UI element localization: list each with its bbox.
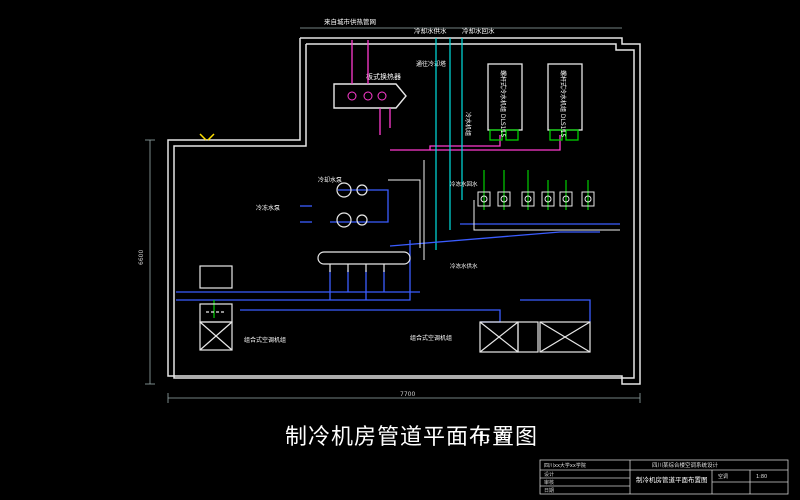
- label-city-heat-pipe: 来自城市供热管网: [324, 17, 376, 26]
- air-handling-unit-right: [479, 321, 591, 353]
- label-chiller-a: 螺杆式冷水机组 DLS115: [499, 70, 507, 137]
- return-pipes-white: [388, 160, 620, 260]
- label-chilled-supply: 冷冻水供水: [450, 262, 478, 270]
- title-block-sheet-no: 空调: [718, 473, 728, 480]
- cooling-water-pipes: [435, 38, 463, 250]
- dimension-lines: [145, 27, 641, 403]
- title-block-scale: 1:80: [756, 474, 767, 480]
- air-handling-unit-left: [199, 265, 233, 351]
- label-cooling-pump: 冷却水泵: [318, 176, 342, 184]
- title-block: [539, 459, 789, 495]
- title-block-row-a: 设计: [544, 471, 554, 478]
- chilled-water-pump: [336, 212, 368, 228]
- plate-heat-exchanger: [333, 83, 407, 109]
- label-cooling-water-return: 冷却水回水: [462, 26, 495, 35]
- dimension-bottom: 7700: [400, 391, 415, 398]
- label-ahu-right: 组合式空调机组: [410, 334, 452, 342]
- drawing-title: 制冷机房管道平面布置图: [285, 425, 539, 450]
- chiller-unit-b: [547, 63, 583, 141]
- label-to-cooling-tower: 通往冷却塔: [416, 60, 446, 68]
- label-chiller-side: 冷水机组: [464, 112, 472, 136]
- room-walls: [167, 37, 641, 385]
- dimension-left: 6600: [138, 250, 145, 265]
- drawing-scale: 1: 80: [478, 430, 512, 445]
- label-chilled-pump: 冷冻水泵: [256, 204, 280, 212]
- cooling-water-pump: [336, 182, 368, 198]
- title-block-sheet-title: 制冷机房管道平面布置图: [636, 475, 708, 484]
- title-block-project: 四川某综合楼空调系统设计: [652, 461, 719, 469]
- title-block-row-c: 日期: [544, 488, 554, 494]
- pump-set-right: [477, 191, 595, 207]
- label-heat-exchanger: 板式换热器: [366, 72, 401, 81]
- label-chilled-return: 冷冻水回水: [450, 180, 478, 188]
- supply-pipes-green: [213, 170, 589, 318]
- chilled-water-pipes: [176, 189, 620, 323]
- title-block-row-b: 审核: [544, 479, 554, 486]
- title-block-school: 四川xx大学xx学院: [544, 462, 586, 469]
- label-ahu-left: 组合式空调机组: [244, 336, 286, 344]
- water-distributor: [317, 251, 411, 272]
- label-cooling-water-supply: 冷却水供水: [414, 26, 447, 35]
- label-chiller-b: 螺杆式冷水机组 DLS115: [559, 70, 567, 137]
- heating-pipes: [351, 40, 561, 151]
- door-symbol: [199, 133, 215, 141]
- chiller-unit-a: [487, 63, 523, 141]
